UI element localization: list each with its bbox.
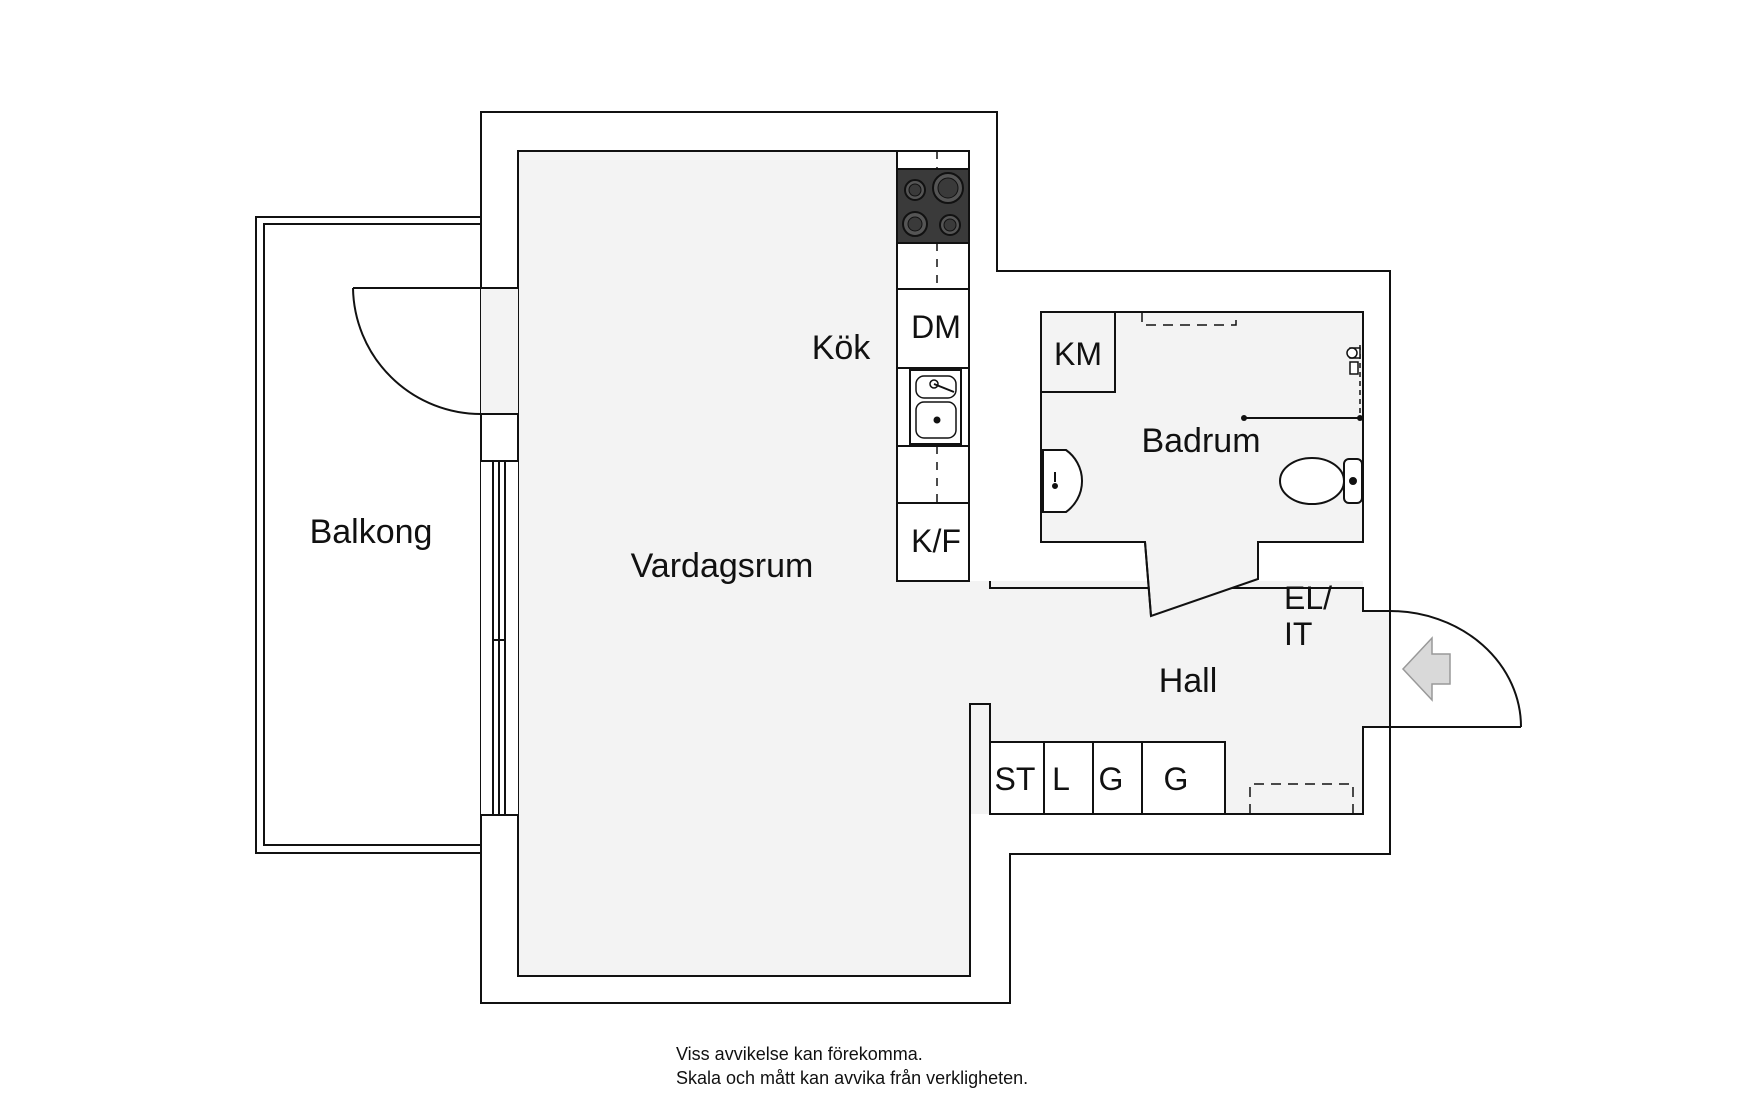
sink-icon bbox=[1042, 449, 1083, 513]
room-label-hall: Hall bbox=[1159, 662, 1218, 700]
washing-machine bbox=[1040, 311, 1116, 393]
fixture-label-it: IT bbox=[1284, 616, 1312, 652]
entrance-arrow-icon bbox=[1401, 636, 1451, 702]
fixture-label-g1: G bbox=[1099, 761, 1124, 797]
disclaimer-line-2: Skala och mått kan avvika från verklighe… bbox=[676, 1068, 1028, 1088]
shower-icon bbox=[1346, 347, 1361, 375]
fixture-label-el: EL/ bbox=[1284, 580, 1332, 616]
room-label-vardagsrum: Vardagsrum bbox=[631, 547, 814, 585]
fixture-label-km: KM bbox=[1054, 336, 1102, 372]
fixture-label-g2: G bbox=[1164, 761, 1189, 797]
room-label-kok: Kök bbox=[812, 329, 872, 367]
toilet-icon bbox=[1279, 457, 1363, 505]
kitchen-counter bbox=[896, 150, 970, 582]
kitchen-sink-icon bbox=[909, 369, 962, 445]
room-label-badrum: Badrum bbox=[1141, 422, 1260, 460]
disclaimer-line-1: Viss avvikelse kan förekomma. bbox=[676, 1044, 923, 1064]
balcony-window bbox=[481, 460, 518, 816]
balcony bbox=[255, 216, 482, 854]
bathroom bbox=[1040, 311, 1364, 618]
hall-storage bbox=[989, 741, 1354, 815]
fixture-label-st: ST bbox=[995, 761, 1036, 797]
room-label-balkong: Balkong bbox=[310, 513, 433, 551]
fixture-label-kf: K/F bbox=[911, 523, 961, 559]
entrance-door bbox=[1389, 610, 1522, 728]
fixture-label-l: L bbox=[1052, 761, 1070, 797]
balcony-door bbox=[352, 287, 518, 415]
fixture-label-dm: DM bbox=[911, 309, 961, 345]
stove-icon bbox=[896, 168, 970, 244]
